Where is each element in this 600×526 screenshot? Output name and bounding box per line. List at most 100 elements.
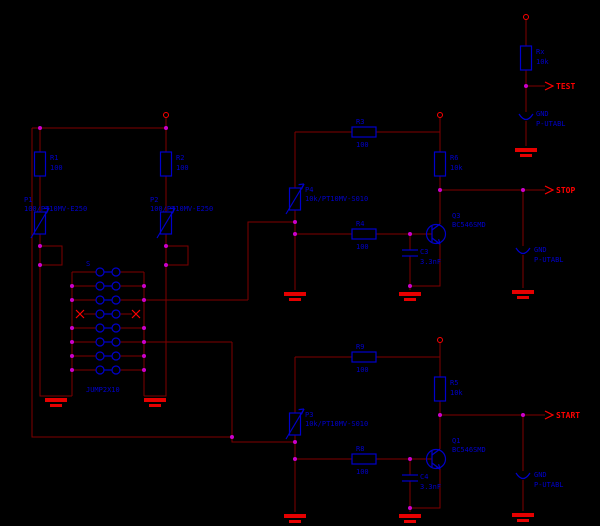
no-connect-icon bbox=[75, 309, 85, 319]
resistor-r4-ref: R4 bbox=[356, 220, 364, 228]
socket-pin-icon bbox=[518, 113, 534, 121]
capacitor-c3-ref: C3 bbox=[420, 248, 428, 256]
capacitor-c3: C3 3.3nF bbox=[401, 248, 441, 266]
pot-p1-value: 100/PT10MV-E250 bbox=[24, 205, 87, 213]
resistor-r3: R3 100 bbox=[351, 118, 377, 149]
ground-symbol bbox=[45, 398, 67, 407]
pot-p2-ref: P2 bbox=[150, 196, 158, 204]
transistor-q1: Q1 BC546SMD bbox=[425, 437, 486, 470]
transistor-q1-value: BC546SMD bbox=[452, 446, 486, 454]
resistor-r5: R5 10k bbox=[433, 376, 463, 402]
gnd-pin-ref: GND bbox=[534, 246, 547, 254]
terminal-circle bbox=[437, 112, 443, 118]
resistor-r5-ref: R5 bbox=[450, 379, 458, 387]
connector-value: JUMP2X10 bbox=[86, 386, 120, 394]
wire-segments bbox=[31, 19, 545, 512]
resistor-r8-ref: R8 bbox=[356, 445, 364, 453]
pot-p4-ref: P4 bbox=[305, 186, 313, 194]
gnd-pin-value: P-UTABL bbox=[534, 481, 564, 489]
net-arrow-icon bbox=[544, 185, 554, 195]
terminal-circle bbox=[163, 112, 169, 118]
resistor-symbol bbox=[433, 376, 447, 402]
capacitor-c4-value: 3.3nF bbox=[420, 483, 441, 491]
pot-p3-value: 10k/PT10MV-S010 bbox=[305, 420, 368, 428]
socket-pin-icon bbox=[515, 247, 531, 255]
resistor-r9-ref: R9 bbox=[356, 343, 364, 351]
resistor-symbol bbox=[351, 351, 377, 363]
connector-ref: S bbox=[86, 260, 90, 268]
pot-p4-value: 10k/PT10MV-S010 bbox=[305, 195, 368, 203]
net-label-stop-text: STOP bbox=[556, 186, 575, 195]
transistor-q1-ref: Q1 bbox=[452, 437, 460, 445]
resistor-r1-ref: R1 bbox=[50, 154, 58, 162]
connector-pin-pair bbox=[95, 365, 121, 375]
resistor-r2: R2 100 bbox=[159, 151, 189, 177]
capacitor-c4-ref: C4 bbox=[420, 473, 428, 481]
resistor-symbol bbox=[159, 151, 173, 177]
connector-pin-pair bbox=[95, 295, 121, 305]
ground-symbol bbox=[144, 398, 166, 407]
potentiometer-p3: P3 10k/PT10MV-S010 bbox=[285, 408, 368, 440]
resistor-symbol bbox=[351, 228, 377, 240]
potentiometer-symbol bbox=[285, 183, 305, 215]
net-label-test-text: TEST bbox=[556, 82, 575, 91]
gnd-pin-ref: GND bbox=[534, 471, 547, 479]
resistor-r1-value: 100 bbox=[50, 164, 63, 172]
ground-symbol bbox=[512, 513, 534, 522]
potentiometer-p2: P2 100/PT10MV-E250 bbox=[150, 196, 213, 239]
resistor-r6: R6 10k bbox=[433, 151, 463, 177]
resistor-r2-value: 100 bbox=[176, 164, 189, 172]
connector-pin-pair bbox=[95, 281, 121, 291]
connector-pin-pair bbox=[95, 309, 121, 319]
gnd-pin-test: GND P-UTABL bbox=[518, 110, 566, 128]
potentiometer-p4: P4 10k/PT10MV-S010 bbox=[285, 183, 368, 215]
net-arrow-icon bbox=[544, 81, 554, 91]
gnd-pin-ref: GND bbox=[536, 110, 549, 118]
resistor-r4-value: 100 bbox=[356, 243, 369, 251]
capacitor-c4: C4 3.3nF bbox=[401, 473, 441, 491]
connector-pin-pair bbox=[95, 267, 121, 277]
net-label-test: TEST bbox=[544, 81, 575, 91]
ground-symbol bbox=[284, 514, 306, 523]
resistor-symbol bbox=[351, 453, 377, 465]
connector-pin-pair bbox=[95, 323, 121, 333]
capacitor-symbol bbox=[401, 249, 419, 257]
transistor-q3-value: BC546SMD bbox=[452, 221, 486, 229]
ground-symbol bbox=[284, 292, 306, 301]
resistor-rx-value: 10k bbox=[536, 58, 549, 66]
resistor-r4: R4 100 bbox=[351, 220, 377, 251]
ground-symbol bbox=[399, 514, 421, 523]
resistor-r9-value: 100 bbox=[356, 366, 369, 374]
ground-symbol bbox=[399, 292, 421, 301]
ground-symbol bbox=[512, 290, 534, 299]
resistor-r3-ref: R3 bbox=[356, 118, 364, 126]
resistor-r6-ref: R6 bbox=[450, 154, 458, 162]
pot-p3-ref: P3 bbox=[305, 411, 313, 419]
pot-p2-value: 100/PT10MV-E250 bbox=[150, 205, 213, 213]
connector-jump2x10: S JUMP2X10 bbox=[86, 260, 121, 394]
resistor-r6-value: 10k bbox=[450, 164, 463, 172]
resistor-symbol bbox=[433, 151, 447, 177]
connector-pin-pair bbox=[95, 337, 121, 347]
resistor-r1: R1 100 bbox=[33, 151, 63, 177]
no-connect-icon bbox=[131, 309, 141, 319]
pot-p1-ref: P1 bbox=[24, 196, 32, 204]
resistor-r9: R9 100 bbox=[351, 343, 377, 374]
resistor-rx: Rx 10k bbox=[519, 45, 549, 71]
terminal-circle bbox=[437, 337, 443, 343]
potentiometer-symbol bbox=[285, 408, 305, 440]
resistor-r2-ref: R2 bbox=[176, 154, 184, 162]
net-label-start-text: START bbox=[556, 411, 580, 420]
resistor-rx-ref: Rx bbox=[536, 48, 544, 56]
resistor-r8-value: 100 bbox=[356, 468, 369, 476]
gnd-pin-start: GND P-UTABL bbox=[515, 471, 564, 489]
resistor-r3-value: 100 bbox=[356, 141, 369, 149]
connector-pin-pair bbox=[95, 351, 121, 361]
transistor-q3-ref: Q3 bbox=[452, 212, 460, 220]
net-label-stop: STOP bbox=[544, 185, 575, 195]
socket-pin-icon bbox=[515, 472, 531, 480]
gnd-pin-value: P-UTABL bbox=[536, 120, 566, 128]
capacitor-symbol bbox=[401, 474, 419, 482]
transistor-q3: Q3 BC546SMD bbox=[425, 212, 486, 245]
